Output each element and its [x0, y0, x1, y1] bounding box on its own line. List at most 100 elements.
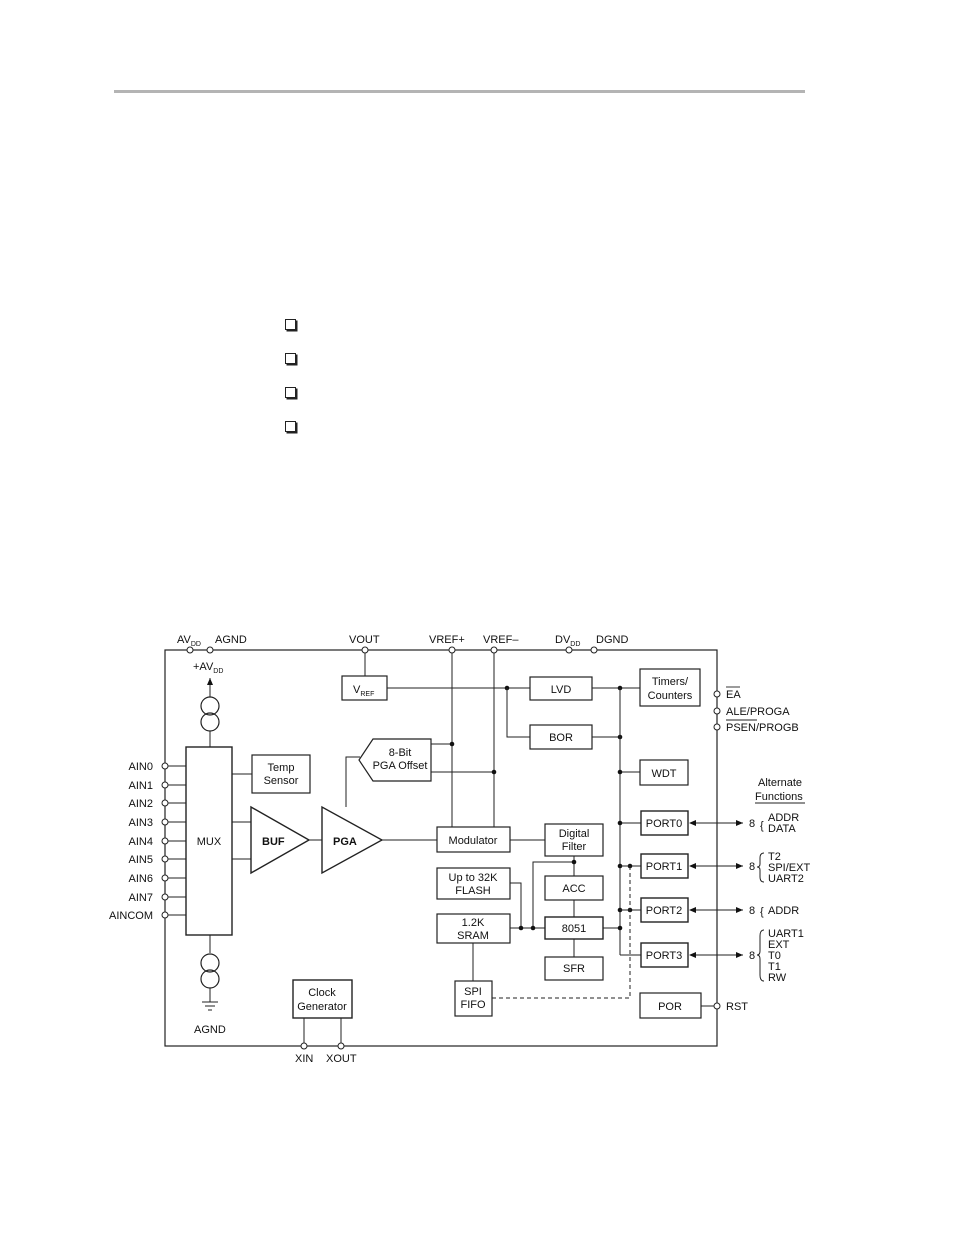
flash-label-1: Up to 32K — [449, 872, 499, 884]
alt-port0: 8 { ADDR DATA — [749, 812, 799, 835]
label-avdd-source: +AVDD — [193, 661, 223, 675]
digital-filter-label-2: Filter — [562, 841, 587, 853]
label-rst: RST — [726, 1001, 748, 1013]
cpu-label: 8051 — [562, 923, 586, 935]
brace-icon — [756, 852, 765, 883]
label-dgnd: DGND — [596, 634, 628, 646]
pin-ale — [713, 707, 721, 715]
port0-alt-2: DATA — [768, 823, 796, 835]
port2-label: PORT2 — [646, 905, 682, 917]
bullet-checkbox-3 — [285, 387, 296, 398]
alt-functions-title-1: Alternate — [758, 777, 802, 789]
pin-ain7 — [161, 893, 169, 901]
clock-generator-block — [292, 979, 353, 1019]
port3-alt-5: RW — [768, 972, 787, 984]
junction-dot — [617, 769, 623, 775]
alt-port2: 8 { ADDR — [749, 905, 799, 918]
pga-offset-block — [358, 738, 432, 782]
port0-alt-1: ADDR — [768, 812, 799, 824]
port3-width: 8 — [749, 950, 755, 962]
port1-alt-3: UART2 — [768, 873, 804, 885]
label-vout: VOUT — [349, 634, 380, 646]
junction-dot — [530, 925, 536, 931]
mux-block — [185, 746, 233, 936]
pin-psen — [713, 723, 721, 731]
buf-amplifier — [250, 805, 311, 875]
ground-icon — [202, 1001, 218, 1011]
current-source-bottom — [200, 953, 220, 989]
pin-ain6 — [161, 874, 169, 882]
clock-label-2: Generator — [297, 1001, 347, 1013]
label-vref-minus: VREF– — [483, 634, 519, 646]
timers-counters-block — [639, 668, 701, 707]
label-agnd-bottom: AGND — [194, 1024, 226, 1036]
sram-block — [436, 913, 511, 944]
flash-block — [436, 867, 511, 900]
pin-ain2 — [161, 799, 169, 807]
clock-label-1: Clock — [308, 987, 336, 999]
port1-alt-2: SPI/EXT — [768, 862, 810, 874]
timers-label-1: Timers/ — [652, 676, 689, 688]
wdt-block — [639, 759, 689, 786]
pin-aincom — [161, 911, 169, 919]
pin-ain3 — [161, 818, 169, 826]
brace-icon: { — [760, 820, 764, 832]
pin-ain4 — [161, 837, 169, 845]
wdt-label: WDT — [651, 768, 676, 780]
label-ain5: AIN5 — [129, 854, 153, 866]
port3-label: PORT3 — [646, 950, 682, 962]
pin-vref-minus — [490, 646, 498, 654]
label-vref-plus: VREF+ — [429, 634, 465, 646]
port2-block — [640, 897, 689, 923]
label-dvdd: DVDD — [555, 634, 580, 648]
sram-label-2: SRAM — [457, 930, 489, 942]
modulator-label: Modulator — [449, 835, 498, 847]
port1-width: 8 — [749, 861, 755, 873]
current-source-top — [200, 696, 220, 732]
port0-width: 8 — [749, 818, 755, 830]
label-ain3: AIN3 — [129, 817, 153, 829]
label-ain1: AIN1 — [129, 780, 153, 792]
label-aincom: AINCOM — [109, 910, 153, 922]
junction-dot — [491, 769, 497, 775]
vref-block — [341, 675, 388, 701]
buf-label: BUF — [262, 836, 285, 848]
port1-block — [640, 853, 689, 879]
port3-alt-3: T0 — [768, 950, 781, 962]
pin-ea — [713, 690, 721, 698]
port1-alt-1: T2 — [768, 851, 781, 863]
temp-sensor-label-2: Sensor — [264, 775, 299, 787]
port3-alt-2: EXT — [768, 939, 790, 951]
header-rule — [114, 90, 805, 93]
pin-xin — [300, 1042, 308, 1050]
digital-filter-label-1: Digital — [559, 828, 590, 840]
junction-dot — [617, 820, 623, 826]
pin-dvdd — [565, 646, 573, 654]
label-ain0: AIN0 — [129, 761, 153, 773]
junction-dot — [449, 741, 455, 747]
pin-ain5 — [161, 855, 169, 863]
temp-sensor-block — [251, 754, 311, 794]
bullet-checkbox-4 — [285, 421, 296, 432]
port2-width: 8 — [749, 905, 755, 917]
label-xin: XIN — [295, 1053, 313, 1065]
label-ale: ALE/PROGA — [726, 706, 790, 718]
label-ain4: AIN4 — [129, 836, 153, 848]
pga-offset-label-1: 8-Bit — [389, 747, 412, 759]
bor-label: BOR — [549, 732, 573, 744]
pga-label: PGA — [333, 836, 357, 848]
pin-ain1 — [161, 781, 169, 789]
port1-label: PORT1 — [646, 861, 682, 873]
spi-fifo-label-2: FIFO — [460, 999, 485, 1011]
pin-agnd-top — [206, 646, 214, 654]
label-ain2: AIN2 — [129, 798, 153, 810]
timers-label-2: Counters — [648, 690, 693, 702]
pin-rst — [713, 1002, 721, 1010]
label-ain7: AIN7 — [129, 892, 153, 904]
port0-block — [640, 810, 689, 836]
label-psen: PSEN/PROGB — [726, 722, 799, 734]
brace-icon: { — [760, 906, 764, 918]
junction-dot — [571, 859, 577, 865]
bor-block — [529, 724, 593, 750]
